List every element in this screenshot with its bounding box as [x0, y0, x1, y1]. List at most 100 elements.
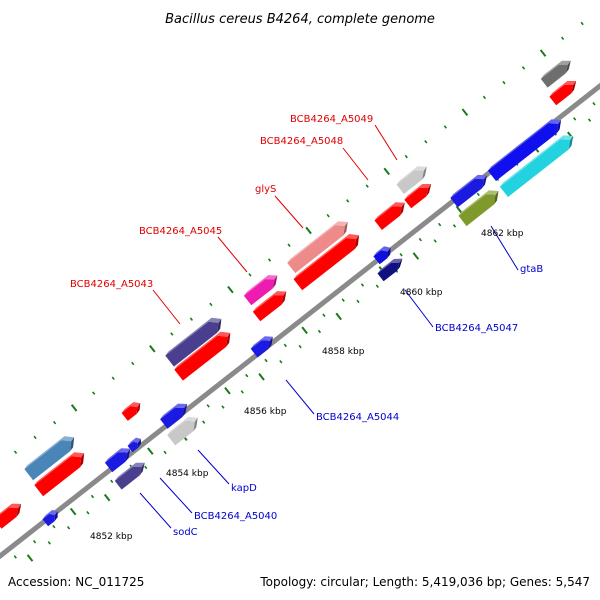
tick-mark — [224, 386, 231, 395]
gene-feature — [121, 406, 138, 421]
gene-feature-top — [374, 202, 405, 221]
tick-mark — [52, 420, 57, 425]
gene-feature-top — [458, 190, 499, 216]
tick-mark — [412, 252, 420, 260]
label-leader-line — [374, 124, 398, 161]
gene-label[interactable]: sodC — [173, 527, 198, 538]
gene-feature-top — [404, 184, 432, 200]
scale-label: 4852 kbp — [90, 532, 133, 542]
label-leader-line — [285, 379, 315, 415]
tick-mark — [383, 167, 391, 176]
gene-feature-top — [121, 402, 141, 413]
gene-feature — [114, 466, 142, 490]
gene-feature — [24, 440, 72, 481]
tick-mark — [404, 154, 408, 159]
gene-feature-side — [354, 235, 360, 249]
gene-feature-side — [80, 453, 85, 468]
gene-feature-top — [450, 174, 487, 198]
tick-mark — [32, 540, 37, 544]
tick-mark — [147, 447, 154, 455]
tick-mark — [264, 358, 268, 363]
scale-label: 4854 kbp — [166, 469, 209, 479]
gene-feature-side — [16, 504, 22, 517]
gene-label[interactable]: glyS — [255, 184, 276, 195]
tick-mark — [111, 376, 115, 381]
gene-feature-top — [549, 81, 577, 97]
gene-feature — [404, 188, 429, 209]
gene-feature-side — [70, 437, 75, 452]
tick-mark — [86, 510, 90, 515]
scale-label: 4862 kbp — [481, 229, 524, 239]
tick-mark — [110, 479, 114, 484]
gene-feature — [458, 194, 496, 227]
gene-label[interactable]: BCB4264_A5040 — [194, 511, 277, 522]
gene-feature-top — [127, 437, 141, 446]
label-leader-line — [274, 195, 304, 229]
gene-feature-top — [252, 291, 287, 312]
gene-feature — [252, 295, 284, 322]
label-leader-line — [197, 449, 230, 485]
tick-mark — [248, 273, 252, 277]
tick-mark — [52, 524, 56, 529]
tick-mark — [443, 125, 447, 129]
gene-feature-top — [396, 166, 427, 185]
gene-feature-top — [540, 60, 571, 79]
scale-label: 4860 kbp — [400, 288, 443, 298]
gene-feature-side — [137, 438, 141, 448]
gene-feature-side — [54, 511, 58, 522]
tick-mark — [209, 302, 213, 307]
gene-feature-top — [0, 503, 22, 515]
scale-label: 4858 kbp — [322, 347, 365, 357]
tick-mark — [227, 285, 234, 294]
tick-mark — [335, 312, 342, 321]
gene-feature-top — [167, 416, 198, 436]
gene-feature — [287, 225, 345, 274]
tick-mark — [539, 49, 547, 57]
tick-mark — [341, 298, 345, 302]
gene-label[interactable]: BCB4264_A5047 — [435, 323, 518, 334]
gene-feature-top — [24, 436, 75, 470]
gene-feature — [42, 514, 55, 527]
gene-feature — [396, 170, 424, 194]
tick-mark — [365, 184, 369, 188]
tick-mark — [482, 95, 487, 100]
tick-mark — [202, 420, 206, 424]
tick-mark — [298, 344, 302, 349]
tick-mark — [267, 258, 272, 262]
map-title: Bacillus cereus B4264, complete genome — [165, 12, 435, 27]
gene-feature — [374, 206, 402, 230]
label-leader-line — [404, 289, 434, 328]
gene-label[interactable]: kapD — [231, 483, 257, 494]
gene-label[interactable]: BCB4264_A5043 — [70, 279, 153, 290]
gene-label[interactable]: BCB4264_A5048 — [260, 136, 343, 147]
gene-feature-side — [281, 291, 287, 305]
gene-feature — [450, 178, 484, 208]
tick-mark — [26, 554, 34, 562]
tick-mark — [13, 555, 17, 559]
tick-mark — [502, 80, 506, 85]
tick-mark — [580, 21, 584, 26]
tick-mark — [560, 36, 565, 41]
gene-feature-side — [571, 81, 577, 94]
tick-mark — [33, 435, 37, 440]
gene-label[interactable]: BCB4264_A5044 — [316, 412, 399, 423]
gene-feature-side — [422, 166, 427, 180]
gene-feature-side — [182, 404, 188, 417]
gene-feature-top — [287, 221, 348, 263]
tick-mark — [399, 253, 403, 257]
gene-feature — [34, 456, 82, 497]
tick-mark — [163, 450, 167, 455]
gene-label[interactable]: gtaB — [520, 264, 543, 275]
gene-feature — [250, 340, 270, 358]
gene-feature-side — [272, 275, 278, 289]
gene-label[interactable]: BCB4264_A5045 — [139, 226, 222, 237]
tick-mark — [170, 332, 174, 336]
gene-feature-top — [160, 403, 188, 420]
tick-mark — [144, 465, 148, 470]
tick-mark — [305, 226, 312, 235]
tick-mark — [301, 326, 308, 335]
gene-feature-top — [293, 234, 360, 280]
gene-label[interactable]: BCB4264_A5049 — [290, 114, 373, 125]
gene-feature-top — [373, 246, 391, 257]
